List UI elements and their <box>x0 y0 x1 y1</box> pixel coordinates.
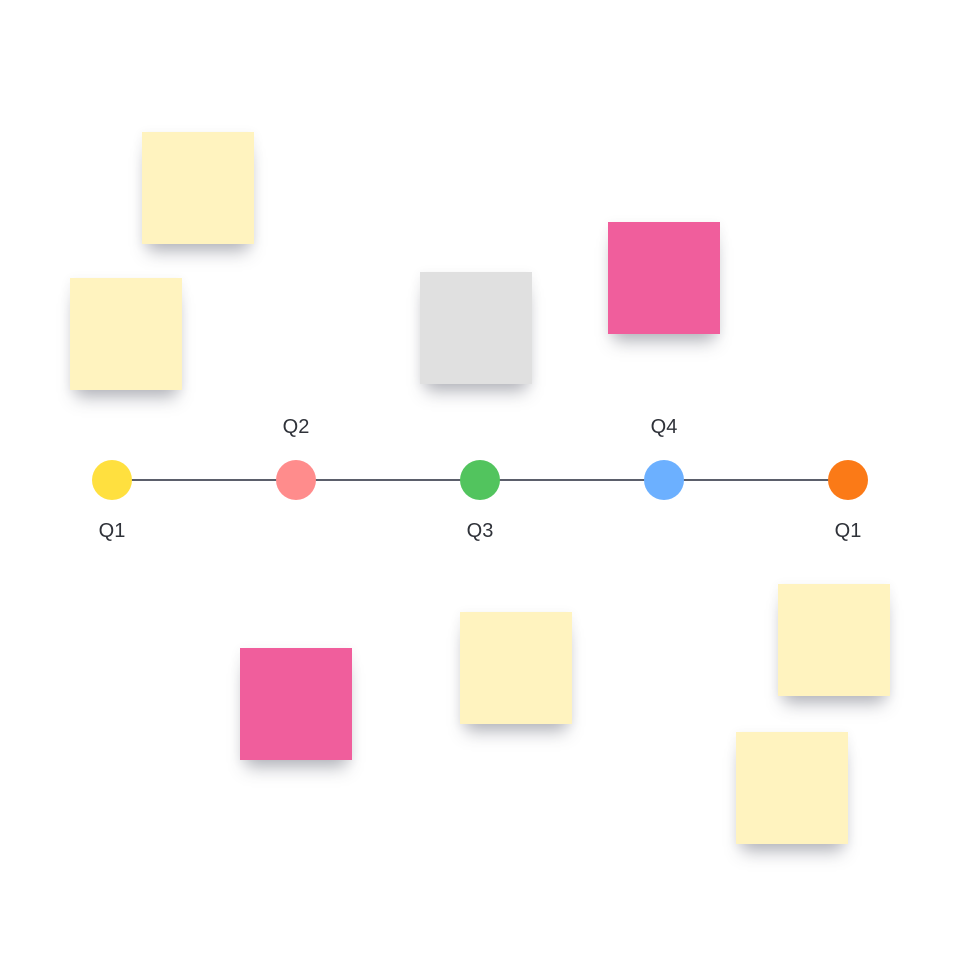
milestone-dot-q2[interactable] <box>276 460 316 500</box>
sticky-note[interactable] <box>736 732 848 844</box>
milestone-dot-q4[interactable] <box>644 460 684 500</box>
milestone-dot-q1[interactable] <box>92 460 132 500</box>
milestone-label: Q2 <box>282 416 310 438</box>
milestone-label: Q1 <box>98 520 126 542</box>
sticky-note[interactable] <box>460 612 572 724</box>
milestone-dot-q3[interactable] <box>460 460 500 500</box>
milestone-label: Q3 <box>466 520 494 542</box>
milestone-label: Q4 <box>650 416 678 438</box>
sticky-note[interactable] <box>778 584 890 696</box>
sticky-note[interactable] <box>142 132 254 244</box>
sticky-note[interactable] <box>420 272 532 384</box>
milestone-dot-q1-next[interactable] <box>828 460 868 500</box>
sticky-note[interactable] <box>608 222 720 334</box>
sticky-note[interactable] <box>70 278 182 390</box>
sticky-note[interactable] <box>240 648 352 760</box>
milestone-label: Q1 <box>834 520 862 542</box>
